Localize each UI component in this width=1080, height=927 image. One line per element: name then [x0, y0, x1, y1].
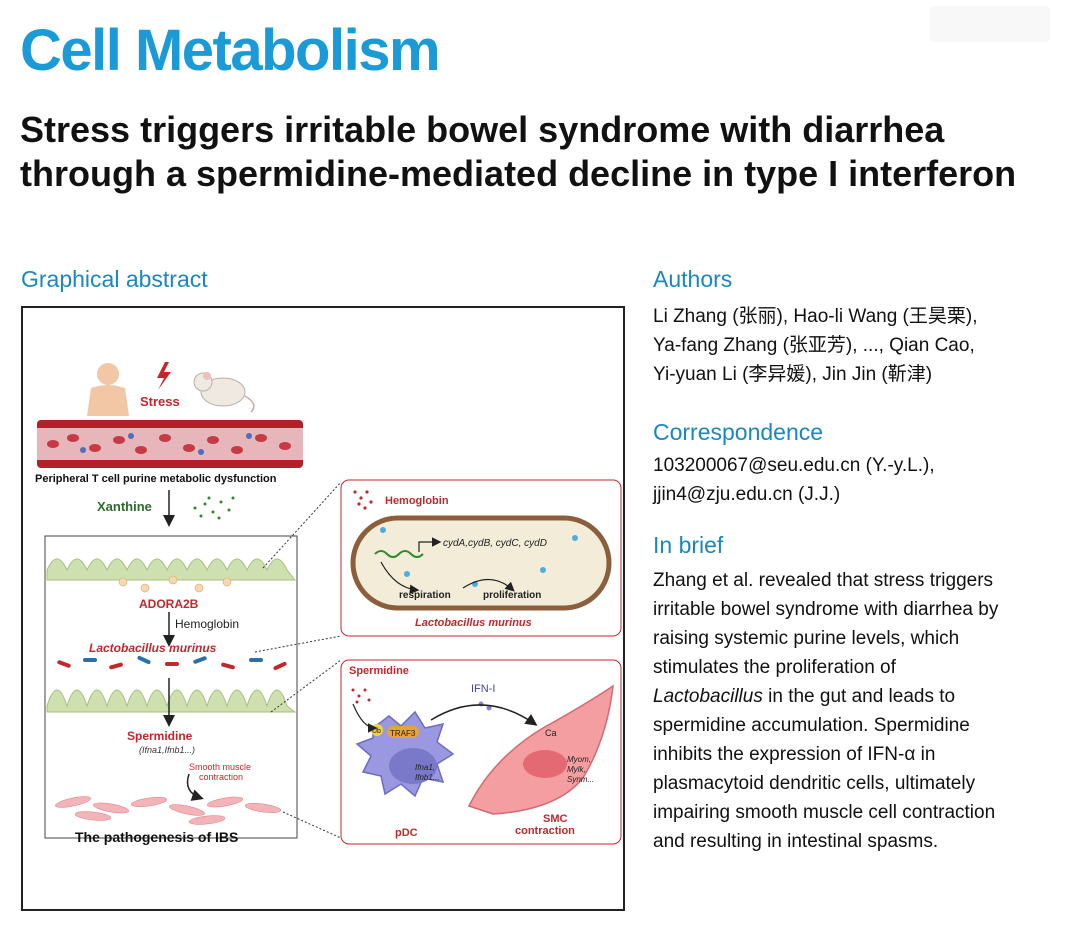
ifnb1-label: Ifnb1... [415, 773, 439, 782]
brief-line: raising systemic purine levels, which [653, 628, 960, 649]
brief-line: and resulting in intestinal spasms. [653, 831, 939, 852]
smc-contraction-label: contraction [515, 825, 575, 837]
blood-vessel [37, 420, 303, 468]
brief-line: plasmacytoid dendritic cells, ultimately [653, 773, 976, 794]
lactobacillus-left-label: Lactobacillus murinus [89, 641, 217, 655]
brief-line: Zhang et al. revealed that stress trigge… [653, 570, 994, 591]
smc-cell [467, 684, 614, 815]
adora2b-label: ADORA2B [139, 597, 199, 611]
species-name: Lactobacillus [653, 686, 763, 707]
lactobacillus-panel-label: Lactobacillus murinus [415, 617, 532, 629]
peripheral-label: Peripheral T cell purine metabolic dysfu… [35, 473, 277, 485]
pathogenesis-label: The pathogenesis of IBS [75, 829, 238, 845]
mylk-label: Mylk, [567, 765, 586, 774]
traf3-label: TRAF3 [390, 729, 416, 738]
human-icon [87, 363, 129, 416]
correspondence-email[interactable]: 103200067@seu.edu.cn (Y.-y.L.), [653, 455, 935, 476]
graphical-abstract-heading: Graphical abstract [21, 266, 208, 292]
xanthine-label: Xanthine [97, 499, 152, 514]
correspondence-list: 103200067@seu.edu.cn (Y.-y.L.), jjin4@zj… [653, 451, 935, 509]
smc-label: SMC [543, 813, 568, 825]
brief-line: irritable bowel syndrome with diarrhea b… [653, 599, 999, 620]
proliferation-label: proliferation [483, 590, 541, 601]
respiration-label: respiration [399, 590, 451, 601]
spermidine-panel-label: Spermidine [349, 665, 409, 677]
in-brief-text: Zhang et al. revealed that stress trigge… [653, 566, 1058, 856]
hemoglobin-left-label: Hemoglobin [175, 617, 239, 631]
ifna1-label: Ifna1, [415, 763, 435, 772]
ca-label: Ca [545, 728, 557, 738]
mouse-icon [193, 372, 255, 413]
in-brief-heading: In brief [653, 532, 724, 558]
brief-line: impairing smooth muscle cell contraction [653, 802, 996, 823]
authors-heading: Authors [653, 266, 733, 292]
xanthine-dots [193, 496, 235, 520]
smooth-muscle-label-2: contraction [199, 772, 243, 782]
lightning-icon [157, 362, 171, 390]
authors-list: Li Zhang (张丽), Hao-li Wang (王昊栗), Ya-fan… [653, 302, 977, 389]
hemoglobin-panel-label: Hemoglobin [385, 495, 449, 507]
intestine-panel [44, 535, 298, 839]
author-line: Ya-fang Zhang (张亚芳), ..., Qian Cao, [653, 335, 975, 356]
bacterium-cell [350, 515, 612, 611]
brief-line: Lactobacillus in the gut and leads to [653, 686, 956, 707]
bacteria-cluster [57, 655, 287, 671]
synm-label: Synm... [567, 775, 594, 784]
spermidine-left-label: Spermidine [127, 729, 193, 743]
correspondence-heading: Correspondence [653, 419, 824, 445]
brief-line: inhibits the expression of IFN-α in [653, 744, 936, 765]
pdc-label: pDC [395, 827, 418, 839]
smooth-muscle-cells [55, 796, 282, 825]
author-line: Li Zhang (张丽), Hao-li Wang (王昊栗), [653, 306, 978, 327]
genes-label: cydA,cydB, cydC, cydD [443, 538, 547, 549]
article-title: Stress triggers irritable bowel syndrome… [20, 109, 1017, 194]
myom-label: Myom, [567, 755, 591, 764]
ub-label: Ub [372, 728, 381, 735]
graphical-abstract: Stress Peripheral T cel [21, 306, 625, 911]
watermark [930, 6, 1050, 42]
author-line: Yi-yuan Li (李异媛), Jin Jin (靳津) [653, 364, 933, 385]
smooth-muscle-label: Smooth muscle [189, 762, 251, 772]
ifn-i-label: IFN-I [471, 683, 495, 695]
brief-line: stimulates the proliferation of [653, 657, 896, 678]
journal-name: Cell Metabolism [20, 18, 441, 83]
dotted-connectors [254, 481, 342, 839]
stress-label: Stress [140, 394, 180, 409]
brief-line: spermidine accumulation. Spermidine [653, 715, 970, 736]
correspondence-email[interactable]: jjin4@zju.edu.cn (J.J.) [653, 484, 841, 505]
villi-top [46, 558, 297, 581]
ifna-left-label: (Ifna1,Ifnb1...) [139, 745, 195, 755]
